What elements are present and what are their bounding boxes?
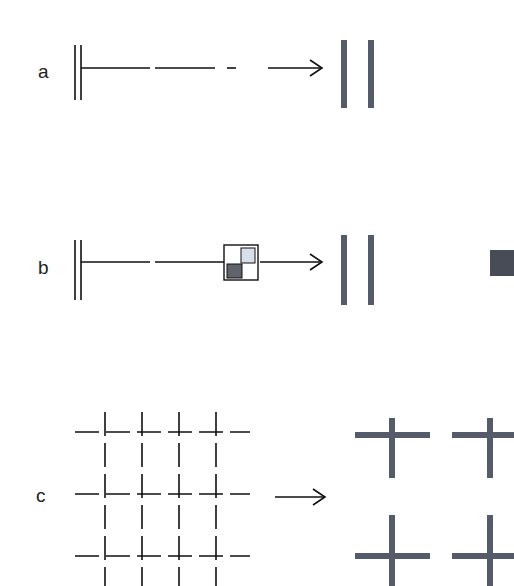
row-a — [75, 45, 322, 100]
arrow-c — [275, 489, 325, 505]
grid-line — [178, 412, 180, 586]
bar — [368, 235, 374, 305]
bars-b — [341, 235, 374, 305]
arrow — [268, 67, 322, 69]
bars-a — [341, 40, 374, 108]
row-label: b — [38, 258, 49, 277]
dark-patch — [490, 250, 514, 276]
grid-line — [75, 493, 250, 495]
arrow — [260, 261, 322, 263]
double-line — [80, 45, 82, 100]
dashed-grid — [75, 412, 250, 586]
grid-line — [75, 431, 250, 433]
grid-line — [215, 412, 217, 586]
dashed-line — [155, 67, 215, 69]
bar — [368, 40, 374, 108]
grid-line — [75, 555, 250, 557]
square — [224, 245, 258, 280]
arrowhead — [310, 60, 322, 76]
double-line — [80, 240, 82, 300]
row-b — [75, 240, 322, 300]
dark-square — [227, 264, 242, 278]
row-label: a — [38, 62, 49, 81]
arrow — [275, 496, 325, 498]
cross-arm — [389, 418, 395, 478]
row-label: c — [36, 486, 46, 505]
arrowhead — [313, 489, 325, 505]
dashed-line — [227, 67, 236, 69]
light-square — [241, 248, 255, 263]
double-line — [74, 45, 76, 100]
cross-arm — [452, 432, 514, 438]
dashed-line — [81, 261, 150, 263]
thick-crosses — [355, 418, 514, 586]
cross-arm — [452, 553, 514, 559]
detector-square — [224, 245, 258, 280]
grid-line — [104, 412, 106, 586]
dashed-line — [155, 261, 224, 263]
bar — [341, 40, 347, 108]
double-line — [74, 240, 76, 300]
dashed-line — [81, 67, 150, 69]
arrowhead — [310, 254, 322, 270]
cross-arm — [487, 418, 493, 478]
cross-arm — [389, 515, 395, 586]
bar — [341, 235, 347, 305]
grid-line — [141, 412, 143, 586]
cross-arm — [487, 515, 493, 586]
